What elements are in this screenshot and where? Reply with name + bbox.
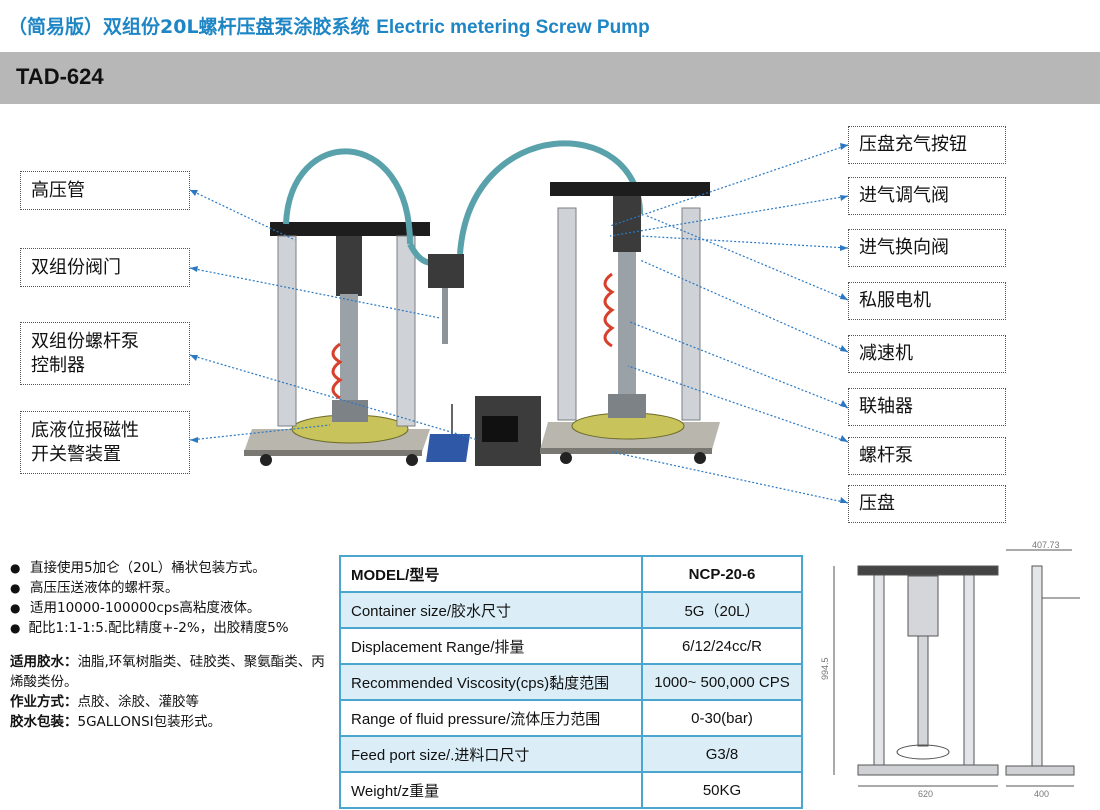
controller-box	[475, 396, 541, 466]
operation-mode: 作业方式：点胶、涂胶、灌胶等	[10, 694, 199, 710]
table-row: Container size/胶水尺寸 5G（20L）	[339, 591, 803, 629]
title-cn: （简易版）双组份20L螺杆压盘泵涂胶系统	[8, 16, 370, 38]
dim-top: 407.73	[1032, 540, 1060, 550]
callout-screw-pump: 螺杆泵	[848, 437, 1006, 475]
table-cell-value: 50KG	[641, 771, 803, 809]
callout-screw-pump-controller: 双组份螺杆泵 控制器	[20, 322, 190, 385]
dim-width-side: 400	[1034, 789, 1049, 799]
callout-plate-air-button: 压盘充气按钮	[848, 126, 1006, 164]
adhesive-packaging: 胶水包装：5GALLONSI包装形式。	[10, 714, 222, 730]
table-header-name: MODEL/型号	[339, 555, 643, 593]
feature-item: 高压压送液体的螺杆泵。	[10, 578, 328, 598]
spec-table: MODEL/型号 NCP-20-6 Container size/胶水尺寸 5G…	[339, 555, 803, 809]
applicable-adhesive: 适用胶水：油脂,环氧树脂类、硅胶类、聚氨酯类、丙烯酸类份。	[10, 654, 325, 690]
table-cell-name: Displacement Range/排量	[339, 627, 643, 665]
page-title: （简易版）双组份20L螺杆压盘泵涂胶系统 Electric metering S…	[8, 12, 650, 39]
feature-item: 适用10000-100000cps高粘度液体。	[10, 598, 328, 618]
callout-air-reversing-valve: 进气换向阀	[848, 229, 1006, 267]
feature-item: 配比1:1-1:5.配比精度+-2%，出胶精度5%	[10, 618, 328, 638]
table-row: Recommended Viscosity(cps)黏度范围 1000~ 500…	[339, 663, 803, 701]
table-cell-name: Recommended Viscosity(cps)黏度范围	[339, 663, 643, 701]
dispense-valve	[428, 254, 464, 344]
callout-high-pressure-hose: 高压管	[20, 171, 190, 210]
table-row: Range of fluid pressure/流体压力范围 0-30(bar)	[339, 699, 803, 737]
dim-width-front: 620	[918, 789, 933, 799]
callout-air-regulator: 进气调气阀	[848, 177, 1006, 215]
table-row: Weight/z重量 50KG	[339, 771, 803, 809]
callout-servo-motor: 私服电机	[848, 282, 1006, 320]
table-cell-name: Range of fluid pressure/流体压力范围	[339, 699, 643, 737]
model-bar: TAD-624	[0, 52, 1100, 104]
table-cell-name: Weight/z重量	[339, 771, 643, 809]
table-cell-value: G3/8	[641, 735, 803, 773]
table-header-row: MODEL/型号 NCP-20-6	[339, 555, 803, 593]
callout-pressure-plate: 压盘	[848, 485, 1006, 523]
callout-coupling: 联轴器	[848, 388, 1006, 426]
callout-two-component-valve: 双组份阀门	[20, 248, 190, 287]
table-cell-name: Feed port size/.进料口尺寸	[339, 735, 643, 773]
technical-drawing: 407.73 994.5 620 400	[820, 540, 1080, 799]
left-pump-machine	[244, 222, 430, 466]
table-cell-value: 5G（20L）	[641, 591, 803, 629]
callout-low-level-alarm: 底液位报磁性 开关警装置	[20, 411, 190, 474]
table-header-value: NCP-20-6	[641, 555, 803, 593]
table-cell-value: 6/12/24cc/R	[641, 627, 803, 665]
table-cell-name: Container size/胶水尺寸	[339, 591, 643, 629]
feature-list: 直接使用5加仑（20L）桶状包装方式。 高压压送液体的螺杆泵。 适用10000-…	[10, 558, 328, 732]
table-cell-value: 1000~ 500,000 CPS	[641, 663, 803, 701]
table-row: Displacement Range/排量 6/12/24cc/R	[339, 627, 803, 665]
right-pump-machine	[540, 182, 720, 464]
title-en: Electric metering Screw Pump	[376, 17, 650, 38]
feature-item: 直接使用5加仑（20L）桶状包装方式。	[10, 558, 328, 578]
table-row: Feed port size/.进料口尺寸 G3/8	[339, 735, 803, 773]
model-label: TAD-624	[16, 64, 104, 89]
table-cell-value: 0-30(bar)	[641, 699, 803, 737]
dim-height: 994.5	[820, 657, 830, 680]
callout-reducer: 减速机	[848, 335, 1006, 373]
application-info: 适用胶水：油脂,环氧树脂类、硅胶类、聚氨酯类、丙烯酸类份。 作业方式：点胶、涂胶…	[10, 652, 328, 732]
